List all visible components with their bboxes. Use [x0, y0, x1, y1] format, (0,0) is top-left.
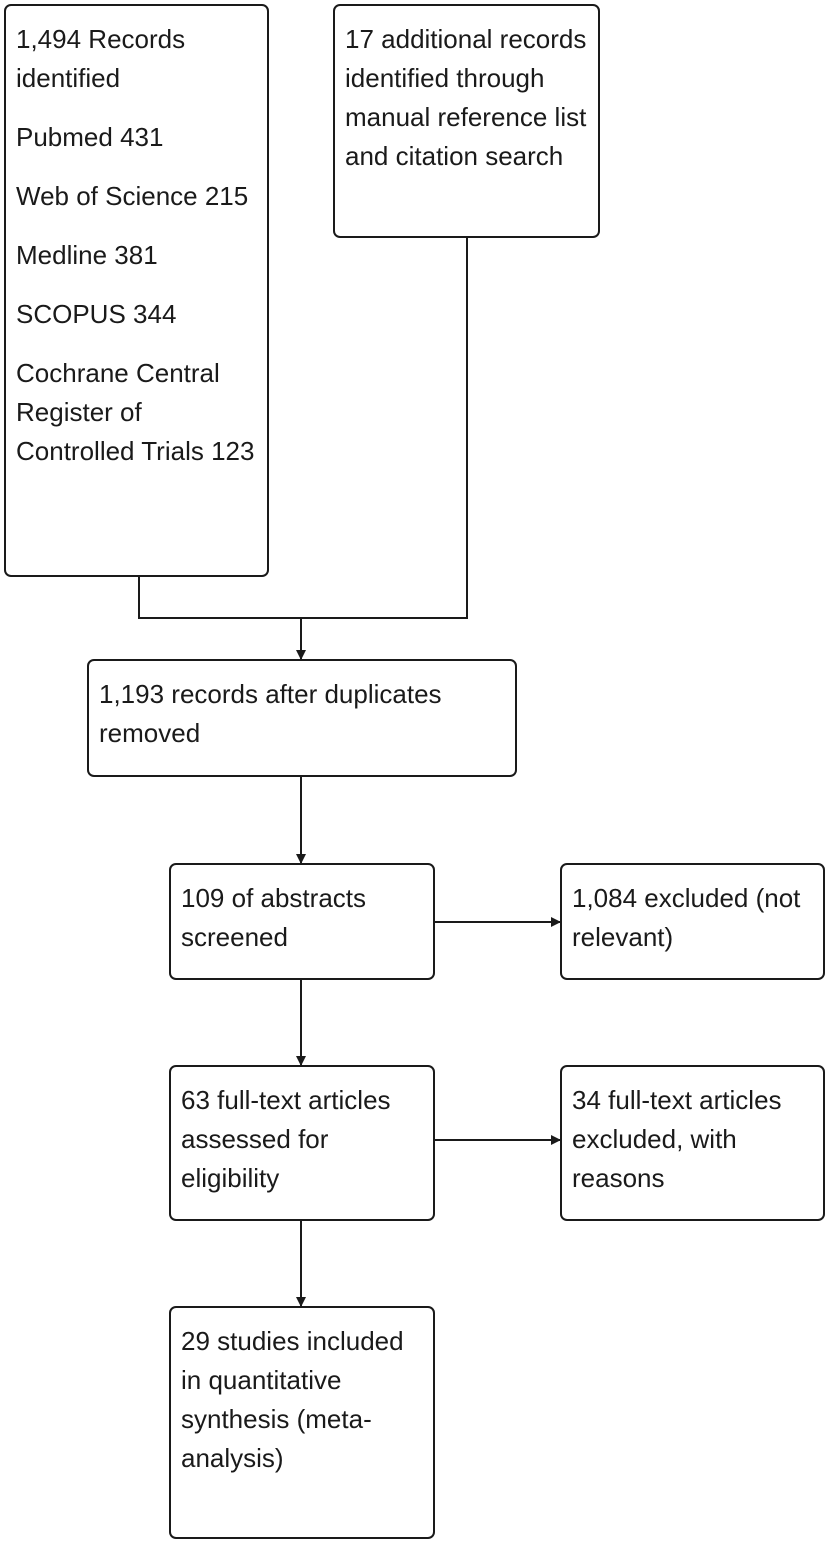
fulltext-assessed-text: 63 full-text articles assessed for eligi…: [181, 1085, 391, 1193]
records-medline: Medline 381: [16, 240, 158, 270]
after-duplicates-text: 1,193 records after duplicates removed: [99, 679, 442, 748]
excluded-not-relevant-text: 1,084 excluded (not relevant): [572, 883, 801, 952]
fulltext-excluded-text: 34 full-text articles excluded, with rea…: [572, 1085, 782, 1193]
records-cochrane: Cochrane Central Register of Controlled …: [16, 358, 255, 466]
after-duplicates-box: 1,193 records after duplicates removed: [87, 659, 517, 777]
fulltext-excluded-box: 34 full-text articles excluded, with rea…: [560, 1065, 825, 1221]
records-pubmed: Pubmed 431: [16, 122, 164, 152]
records-identified-total: 1,494 Records identified: [16, 24, 186, 93]
excluded-not-relevant-box: 1,084 excluded (not relevant): [560, 863, 825, 980]
additional-records-box: 17 additional records identified through…: [333, 4, 600, 238]
additional-records-text: 17 additional records identified through…: [345, 24, 587, 171]
studies-included-text: 29 studies included in quantitative synt…: [181, 1326, 404, 1473]
fulltext-assessed-box: 63 full-text articles assessed for eligi…: [169, 1065, 435, 1221]
records-identified-box: 1,494 Records identified Pubmed 431 Web …: [4, 4, 269, 577]
records-web-of-science: Web of Science 215: [16, 181, 249, 211]
studies-included-box: 29 studies included in quantitative synt…: [169, 1306, 435, 1539]
abstracts-screened-box: 109 of abstracts screened: [169, 863, 435, 980]
abstracts-screened-text: 109 of abstracts screened: [181, 883, 366, 952]
records-scopus: SCOPUS 344: [16, 299, 177, 329]
merge-connector: [138, 237, 468, 619]
